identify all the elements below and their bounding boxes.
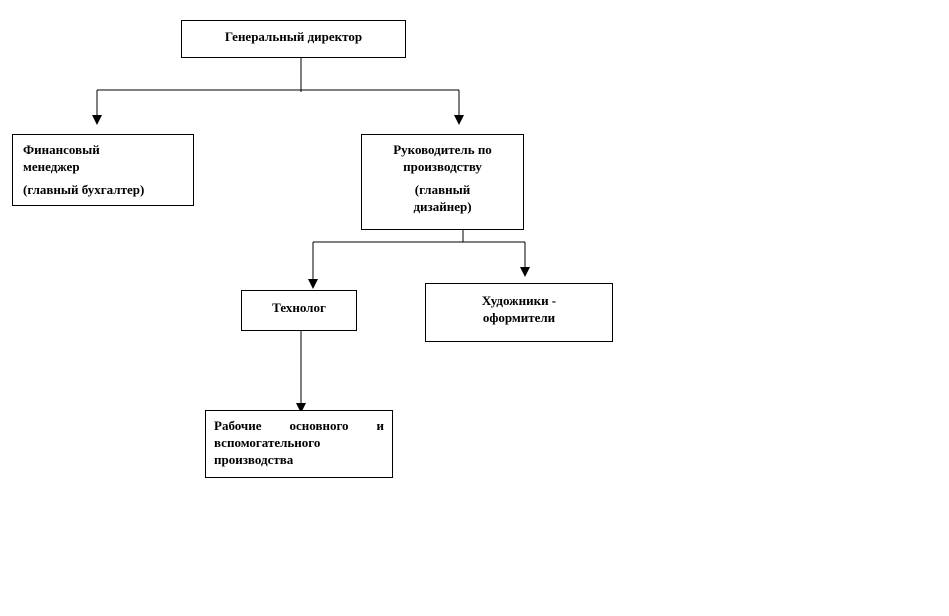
workers-line1: Рабочие основного и xyxy=(214,418,384,433)
workers-box: Рабочие основного и вспомогательного про… xyxy=(205,410,393,478)
finance-manager-line1: Финансовый xyxy=(23,142,100,157)
artists-line2: оформители xyxy=(482,310,556,325)
workers-line3: производства xyxy=(214,452,294,467)
workers-line2: вспомогательного xyxy=(214,435,321,450)
technologist-box: Технолог xyxy=(241,290,357,331)
technologist-label: Технолог xyxy=(272,300,326,315)
production-head-line3: (главный xyxy=(414,182,471,197)
finance-manager-line2: менеджер xyxy=(23,159,80,174)
finance-manager-line3: (главный бухгалтер) xyxy=(23,182,145,197)
production-head-line1: Руководитель по xyxy=(393,142,492,157)
artists-line1: Художники - xyxy=(481,293,557,308)
production-head-box: Руководитель по производству (главный ди… xyxy=(361,134,524,230)
artists-box: Художники - оформители xyxy=(425,283,613,342)
production-head-line4: дизайнер) xyxy=(413,199,472,214)
ceo-label: Генеральный директор xyxy=(224,29,363,44)
ceo-box: Генеральный директор xyxy=(181,20,406,58)
finance-manager-box: Финансовый менеджер (главный бухгалтер) xyxy=(12,134,194,206)
production-head-line2: производству xyxy=(403,159,482,174)
